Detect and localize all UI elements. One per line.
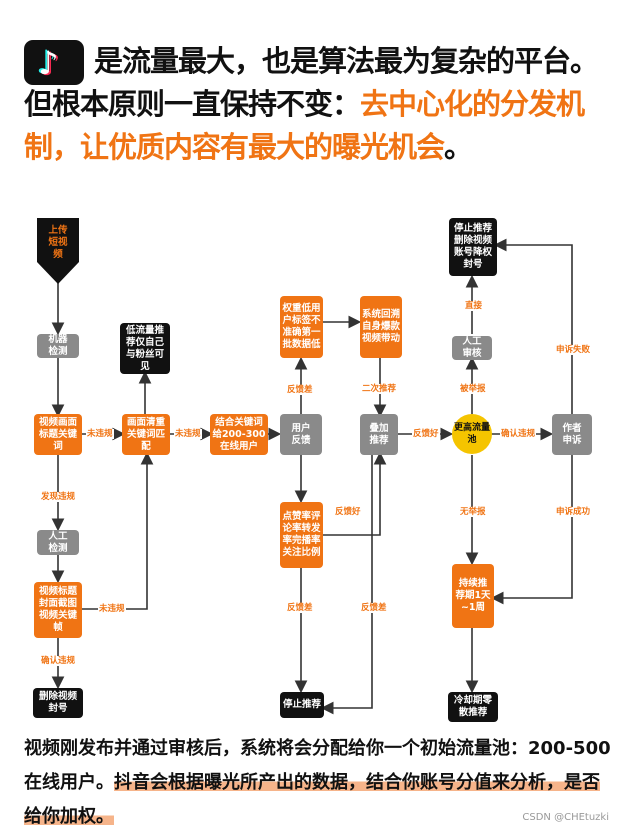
- watermark: CSDN @CHEtuzki: [522, 812, 609, 823]
- tiktok-logo-icon: ♪♪♪: [24, 40, 84, 85]
- low-flow-label: 低流量推荐仅自己与粉丝可见: [125, 324, 164, 372]
- screen-keyword-node: 画面清重关键词匹配: [122, 414, 170, 455]
- combine-keyword-node: 结合关键词给200-300在线用户: [210, 414, 268, 455]
- screen-keyword-label: 画面清重关键词匹配: [126, 416, 165, 452]
- author-appeal-node: 作者申诉: [552, 414, 592, 455]
- footer-text: 视频刚发布并通过审核后，系统将会分配给你一个初始流量池：200-500 在线用户…: [24, 732, 616, 834]
- continuous-node: 持续推荐期1天~1周: [452, 564, 494, 628]
- edge-feedback-bad-3: 反馈差: [360, 603, 388, 613]
- low-weight-label: 权重低用户标签不准确第一批数据低: [282, 303, 321, 350]
- bigger-pool-node: 更高流量池: [452, 414, 492, 454]
- edge-appeal-fail: 申诉失败: [555, 345, 592, 355]
- system-backflow-label: 系统回溯自身爆款视频带动: [361, 309, 400, 344]
- low-weight-node: 权重低用户标签不准确第一批数据低: [280, 296, 323, 358]
- manual-check-node: 人工检测: [37, 530, 79, 555]
- upload-shape: [37, 218, 79, 284]
- bigger-pool-label: 更高流量池: [454, 423, 491, 445]
- system-backflow-node: 系统回溯自身爆款视频带动: [360, 296, 402, 358]
- edge-feedback-bad-1: 反馈差: [286, 385, 314, 395]
- metrics-node: 点赞率评论率转发率完播率关注比例: [280, 502, 323, 568]
- machine-check-label: 机器检测: [48, 334, 68, 357]
- edge-found-violation: 发现违规: [40, 492, 77, 502]
- delete-node: 删除视频封号: [33, 688, 83, 718]
- edge-feedback-bad-2: 反馈差: [286, 603, 314, 613]
- headline-part1: 是流量最大，也是算法最为复杂的平台。但根本原则一直保持不变：: [24, 44, 599, 121]
- stack-recommend-node: 叠加推荐: [360, 414, 398, 455]
- edge-direct: 直接: [464, 301, 484, 311]
- headline-end: 。: [444, 130, 473, 164]
- manual-check-label: 人工检测: [48, 530, 68, 554]
- cooldown-node: 冷却期零散推荐: [448, 692, 498, 722]
- edge-not-violation-1: 未违规: [86, 429, 114, 439]
- video-screen-label: 视频画面标题关键词: [38, 416, 77, 452]
- edge-appeal-success: 申诉成功: [555, 507, 592, 517]
- stop-delete-label: 停止推荐删除视频账号降权封号: [453, 223, 492, 270]
- edge-not-violation-2: 未违规: [174, 429, 202, 439]
- video-screen-node: 视频画面标题关键词: [34, 414, 82, 455]
- user-feedback-label: 用户反馈: [291, 422, 311, 446]
- stop-delete-node: 停止推荐删除视频账号降权封号: [449, 218, 497, 276]
- metrics-label: 点赞率评论率转发率完播率关注比例: [282, 511, 321, 558]
- edge-reported: 被举报: [459, 384, 487, 394]
- footer-line1: 视频刚发布并通过审核后，系统将会分配给你一个初始流量池：200-500 在线用户…: [24, 738, 611, 793]
- video-frames-label: 视频标题封面截图视频关键帧: [38, 586, 77, 633]
- continuous-label: 持续推荐期1天~1周: [455, 578, 491, 613]
- edge-confirm-violation: 确认违规: [40, 656, 77, 666]
- machine-check-node: 机器检测: [37, 334, 79, 358]
- stop-recommend-node: 停止推荐: [280, 692, 324, 718]
- upload-node: 上传短视频: [37, 218, 79, 284]
- user-feedback-node: 用户反馈: [280, 414, 322, 455]
- manual-review-node: 人工审核: [452, 336, 492, 360]
- headline: 是流量最大，也是算法最为复杂的平台。但根本原则一直保持不变：去中心化的分发机制，…: [24, 40, 614, 169]
- delete-label: 删除视频封号: [38, 691, 77, 714]
- low-flow-node: 低流量推荐仅自己与粉丝可见: [120, 323, 170, 374]
- edge-confirm-violation-2: 确认违规: [500, 429, 537, 439]
- author-appeal-label: 作者申诉: [562, 422, 582, 446]
- cooldown-label: 冷却期零散推荐: [453, 695, 492, 718]
- combine-keyword-label: 结合关键词给200-300在线用户: [212, 416, 266, 452]
- headline-highlight: 去中心化的分发机制，让优质内容有最大的曝光机会: [24, 87, 585, 164]
- edge-feedback-good-2: 反馈好: [412, 429, 440, 439]
- edge-no-report: 无举报: [459, 507, 487, 517]
- stack-recommend-label: 叠加推荐: [369, 422, 389, 446]
- video-frames-node: 视频标题封面截图视频关键帧: [34, 582, 82, 638]
- stop-recommend-label: 停止推荐: [282, 699, 321, 710]
- upload-label: 上传短视频: [48, 225, 68, 260]
- edge-feedback-good-1: 反馈好: [334, 507, 362, 517]
- manual-review-label: 人工审核: [462, 336, 482, 359]
- edge-not-violation-3: 未违规: [98, 604, 126, 614]
- edge-second-recommend: 二次推荐: [361, 384, 398, 394]
